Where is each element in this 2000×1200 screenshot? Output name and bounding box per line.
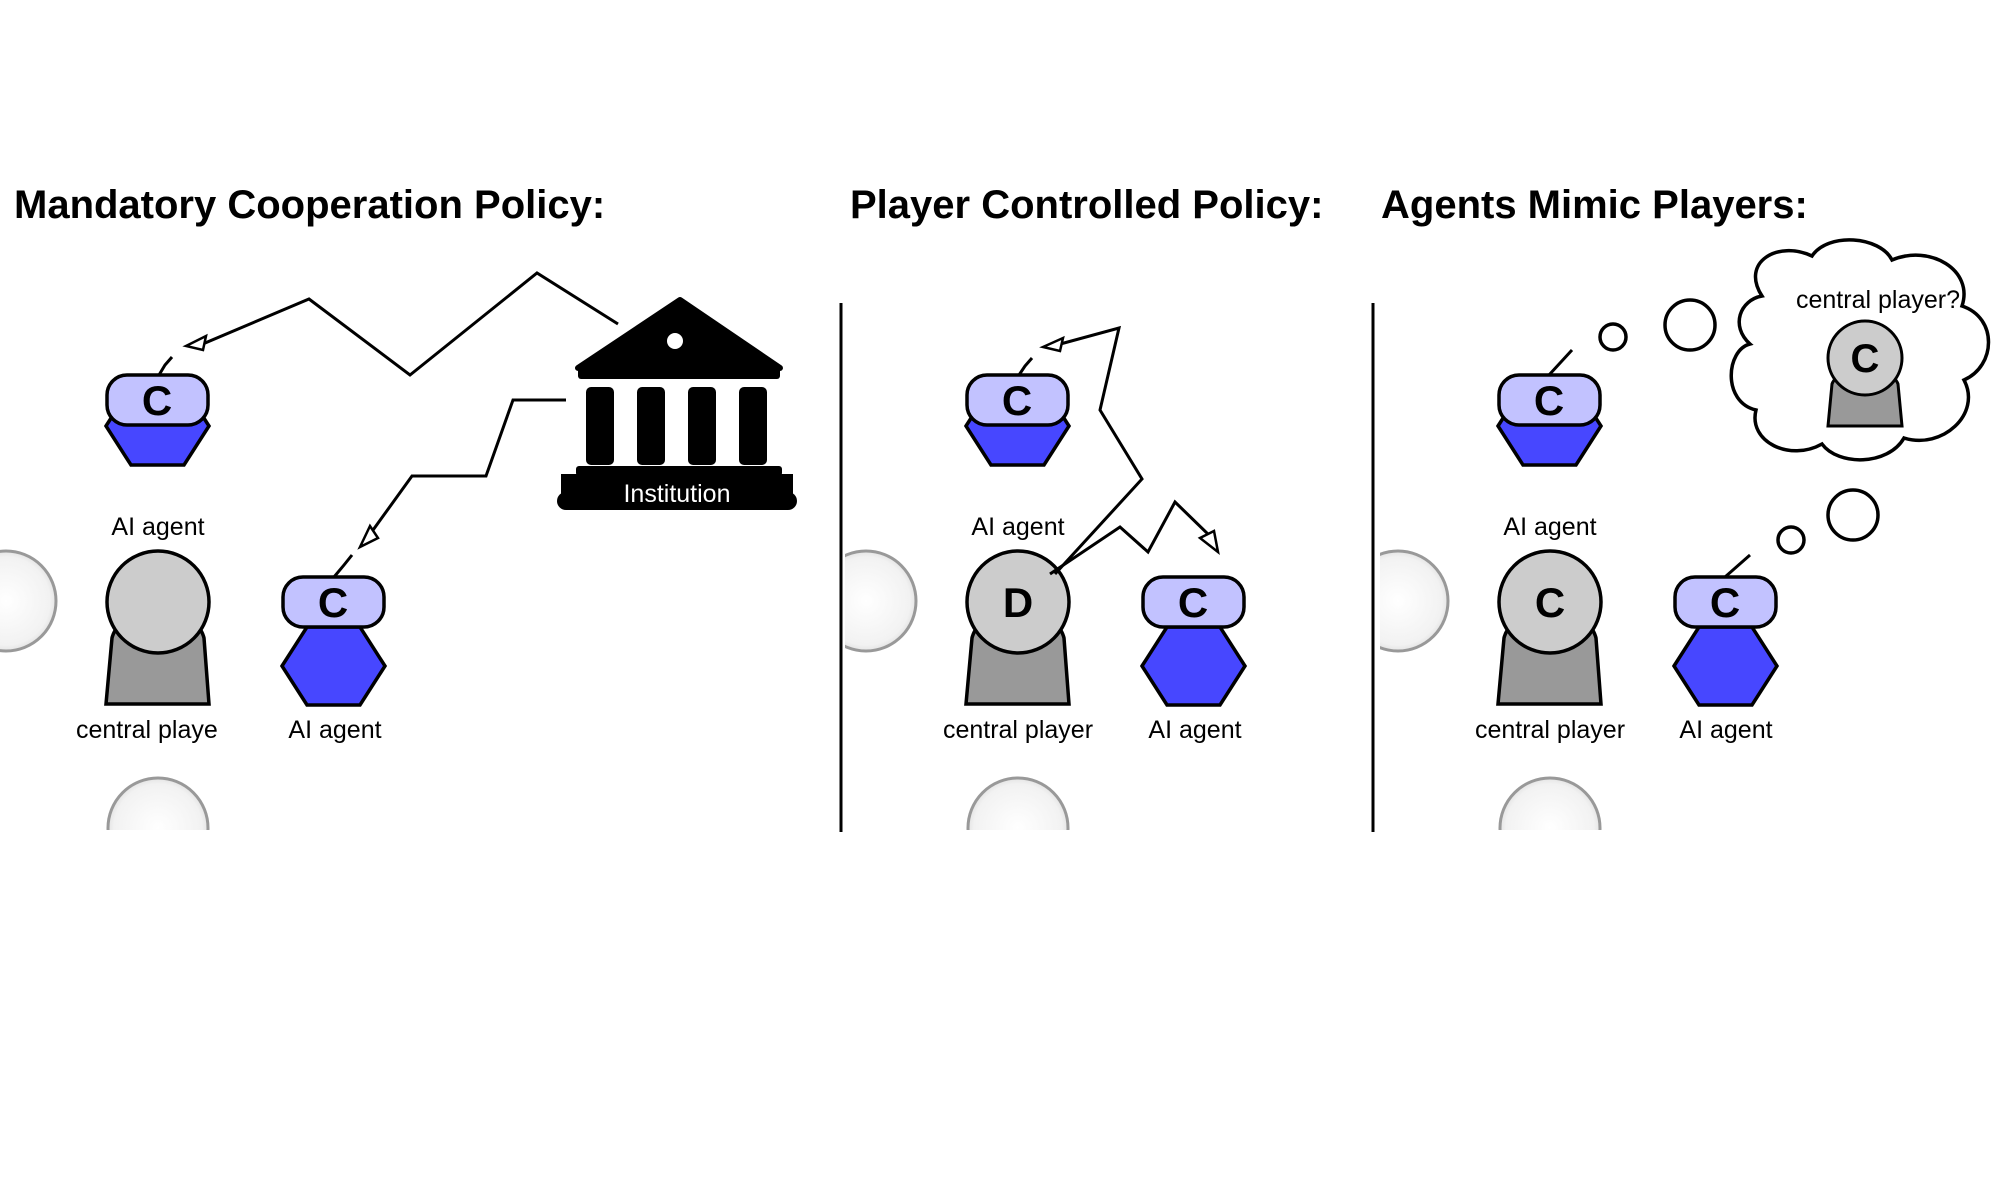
player-head [1497, 549, 1603, 655]
institution-pillar [586, 387, 614, 465]
ghost-player-left [0, 549, 58, 653]
central-player-label: central playe [76, 716, 218, 744]
policy-edge-to-right-agent [1049, 499, 1217, 576]
mini-central-player: C [1826, 319, 1904, 428]
central-player: central playe [76, 549, 218, 744]
agent-action-c: C [1534, 377, 1564, 424]
institution-roof [575, 297, 783, 371]
thought-dot-small [1598, 322, 1628, 352]
institution-architrave [578, 368, 780, 379]
panel-title-mandatory: Mandatory Cooperation Policy: [14, 183, 605, 227]
ai-agent-top: C AI agent [103, 373, 212, 541]
ai-agent-right: C AI agent [279, 575, 388, 744]
thought-dot-large [1826, 488, 1880, 542]
central-player: C central player [1475, 549, 1625, 744]
panel-title-agents-mimic: Agents Mimic Players: [1381, 183, 1808, 227]
agent-head [105, 373, 210, 427]
ai-agent-label: AI agent [288, 716, 381, 744]
central-player: D central player [943, 549, 1093, 744]
institution-label: Institution [623, 480, 730, 508]
thought-bubble-icon: central player? C [1598, 238, 1991, 555]
thought-connector [1724, 553, 1751, 579]
agent-action-c: C [1710, 579, 1740, 626]
player-action-c: C [1851, 337, 1880, 381]
institution-icon: Institution [557, 297, 797, 510]
ai-agent-right: C AI agent [1671, 553, 1780, 744]
panel-player-controlled: C AI agent D central player C AI agent [845, 325, 1248, 830]
arrowhead-right-agent [357, 523, 380, 550]
agent-hex-body [1671, 625, 1780, 707]
institution-step [576, 466, 782, 476]
panel-mandatory: C AI agent central playe C AI agent [0, 271, 797, 830]
policy-edge-to-top-agent [189, 271, 619, 377]
institution-pillar [688, 387, 716, 465]
player-head [965, 549, 1071, 655]
ai-agent-label: AI agent [1679, 716, 1772, 744]
institution-base-band [566, 492, 788, 510]
institution-roof-dot [667, 333, 683, 349]
agent-action-c: C [1002, 377, 1032, 424]
thought-dot-large [1663, 298, 1717, 352]
policy-edge-to-right-agent [363, 398, 566, 542]
ai-agent-top: C AI agent [963, 373, 1072, 541]
agent-hex-body [279, 625, 388, 707]
thought-dot-small [1776, 525, 1806, 555]
ghost-player-bottom [106, 776, 210, 830]
ai-agent-label: AI agent [971, 513, 1064, 541]
agent-hex-body [1139, 625, 1248, 707]
ai-agent-top: C AI agent [1495, 348, 1604, 541]
institution-pillar [637, 387, 665, 465]
agent-action-c: C [318, 579, 348, 626]
ghost-player-bottom [966, 776, 1070, 830]
player-action-c: C [1535, 579, 1565, 626]
panel-agents-mimic: C AI agent C central player C AI agent [1380, 238, 1991, 830]
arrowhead-right-agent [1197, 529, 1220, 556]
thought-label: central player? [1796, 286, 1960, 314]
ai-agent-label: AI agent [1148, 716, 1241, 744]
agent-action-c: C [142, 377, 172, 424]
agent-head [1141, 575, 1246, 629]
edge-tail-right-agent [332, 554, 354, 578]
ghost-player-left [1380, 549, 1450, 653]
edge-tail-top-agent [1017, 357, 1034, 376]
ai-agent-right: C AI agent [1139, 575, 1248, 744]
ghost-player-bottom [1498, 776, 1602, 830]
agent-head [281, 575, 386, 629]
thought-connector [1547, 348, 1574, 377]
arrowhead-top-agent [1039, 335, 1065, 353]
ai-agent-label: AI agent [111, 513, 204, 541]
player-head [105, 549, 211, 655]
panel-title-player-controlled: Player Controlled Policy: [850, 183, 1323, 227]
institution-pillar [739, 387, 767, 465]
edge-tail-top-agent [157, 356, 174, 376]
agent-head [965, 373, 1070, 427]
arrowhead-top-agent [182, 333, 208, 352]
ghost-player-left [845, 549, 918, 653]
agent-action-c: C [1178, 579, 1208, 626]
central-player-label: central player [943, 716, 1093, 744]
ai-agent-label: AI agent [1503, 513, 1596, 541]
player-head [1826, 319, 1904, 397]
central-player-label: central player [1475, 716, 1625, 744]
player-action-d: D [1003, 579, 1033, 626]
